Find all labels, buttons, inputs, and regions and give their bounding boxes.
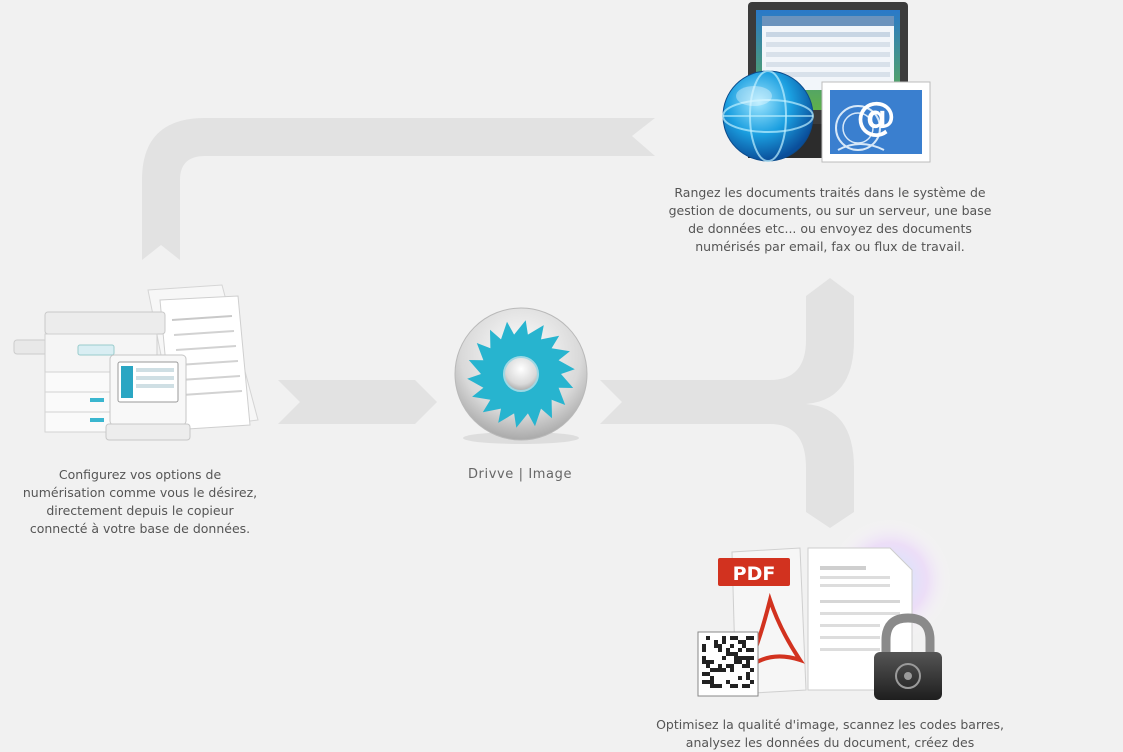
barcode-module (750, 656, 754, 660)
barcode-module (730, 664, 734, 668)
barcode-module (746, 636, 750, 640)
barcode-module (710, 660, 714, 664)
barcode-module (706, 672, 710, 676)
barcode-icon (697, 631, 759, 697)
barcode-module (738, 656, 742, 660)
optimize-caption-line: analysez les données du document, créez … (685, 735, 975, 750)
barcode-module (738, 640, 742, 644)
barcode-module (714, 668, 718, 672)
copier-icon (13, 284, 259, 441)
barcode-module (702, 680, 706, 684)
barcode-module (718, 664, 722, 668)
barcode-module (734, 652, 738, 656)
barcode-module (702, 648, 706, 652)
barcode-module (742, 684, 746, 688)
barcode-module (746, 664, 750, 668)
store-caption-line: gestion de documents, ou sur un serveur,… (668, 203, 992, 218)
email-at-symbol: @ (856, 94, 896, 140)
barcode-module (746, 676, 750, 680)
padlock-icon (874, 613, 942, 700)
barcode-module (738, 660, 742, 664)
barcode-module (722, 668, 726, 672)
barcode-module (726, 648, 730, 652)
barcode-module (730, 652, 734, 656)
barcode-module (730, 684, 734, 688)
barcode-module (710, 676, 714, 680)
barcode-module (714, 640, 718, 644)
barcode-module (734, 660, 738, 664)
barcode-module (750, 648, 754, 652)
barcode-module (730, 644, 734, 648)
store-caption-line: de données etc... ou envoyez des documen… (688, 221, 972, 236)
barcode-module (702, 660, 706, 664)
barcode-module (750, 636, 754, 640)
store-caption-line: Rangez les documents traités dans le sys… (674, 185, 986, 200)
store-caption: Rangez les documents traités dans le sys… (660, 184, 1000, 256)
barcode-module (730, 668, 734, 672)
center-label: Drivve | Image (440, 466, 600, 484)
barcode-module (726, 652, 730, 656)
copier-caption-line: numérisation comme vous le désirez, (22, 485, 258, 500)
barcode-module (742, 664, 746, 668)
barcode-module (706, 636, 710, 640)
pdf-label: PDF (733, 563, 776, 585)
barcode-module (746, 660, 750, 664)
barcode-module (706, 660, 710, 664)
barcode-module (742, 640, 746, 644)
barcode-module (730, 636, 734, 640)
optimize-caption-line: Optimisez la qualité d'image, scannez le… (656, 717, 1004, 732)
barcode-module (714, 644, 718, 648)
arrow-left-middle (278, 380, 437, 424)
barcode-module (738, 676, 742, 680)
barcode-module (750, 680, 754, 684)
barcode-module (746, 656, 750, 660)
barcode-module (722, 636, 726, 640)
barcode-module (718, 648, 722, 652)
barcode-module (710, 680, 714, 684)
barcode-module (746, 672, 750, 676)
copier-caption-line: Configurez vos options de (58, 467, 222, 482)
arrow-top (142, 118, 655, 260)
barcode-module (718, 684, 722, 688)
globe-icon (722, 70, 814, 162)
center-label-text: Drivve | Image (467, 467, 573, 482)
barcode-module (718, 644, 722, 648)
email-stamp-icon: @ (821, 81, 931, 163)
barcode-module (718, 668, 722, 672)
barcode-module (746, 648, 750, 652)
saw-blade-icon (454, 307, 588, 444)
copier-caption-line: directement depuis le copieur (46, 503, 234, 518)
barcode-module (710, 684, 714, 688)
barcode-module (734, 656, 738, 660)
barcode-module (734, 636, 738, 640)
barcode-module (734, 684, 738, 688)
barcode-module (714, 684, 718, 688)
copier-caption: Configurez vos options de numérisation c… (10, 466, 270, 538)
barcode-module (710, 668, 714, 672)
barcode-module (738, 648, 742, 652)
optimize-caption: Optimisez la qualité d'image, scannez le… (650, 716, 1010, 752)
arrow-junction (600, 278, 854, 528)
barcode-module (722, 640, 726, 644)
barcode-module (702, 672, 706, 676)
barcode-module (726, 680, 730, 684)
barcode-module (742, 644, 746, 648)
barcode-module (726, 664, 730, 668)
barcode-module (746, 684, 750, 688)
copier-caption-line: connecté à votre base de données. (29, 521, 251, 536)
barcode-module (706, 664, 710, 668)
barcode-module (750, 668, 754, 672)
barcode-module (702, 644, 706, 648)
barcode-module (702, 656, 706, 660)
barcode-module (706, 680, 710, 684)
barcode-module (742, 656, 746, 660)
barcode-module (722, 656, 726, 660)
store-caption-line: numérisés par email, fax ou flux de trav… (695, 239, 965, 254)
